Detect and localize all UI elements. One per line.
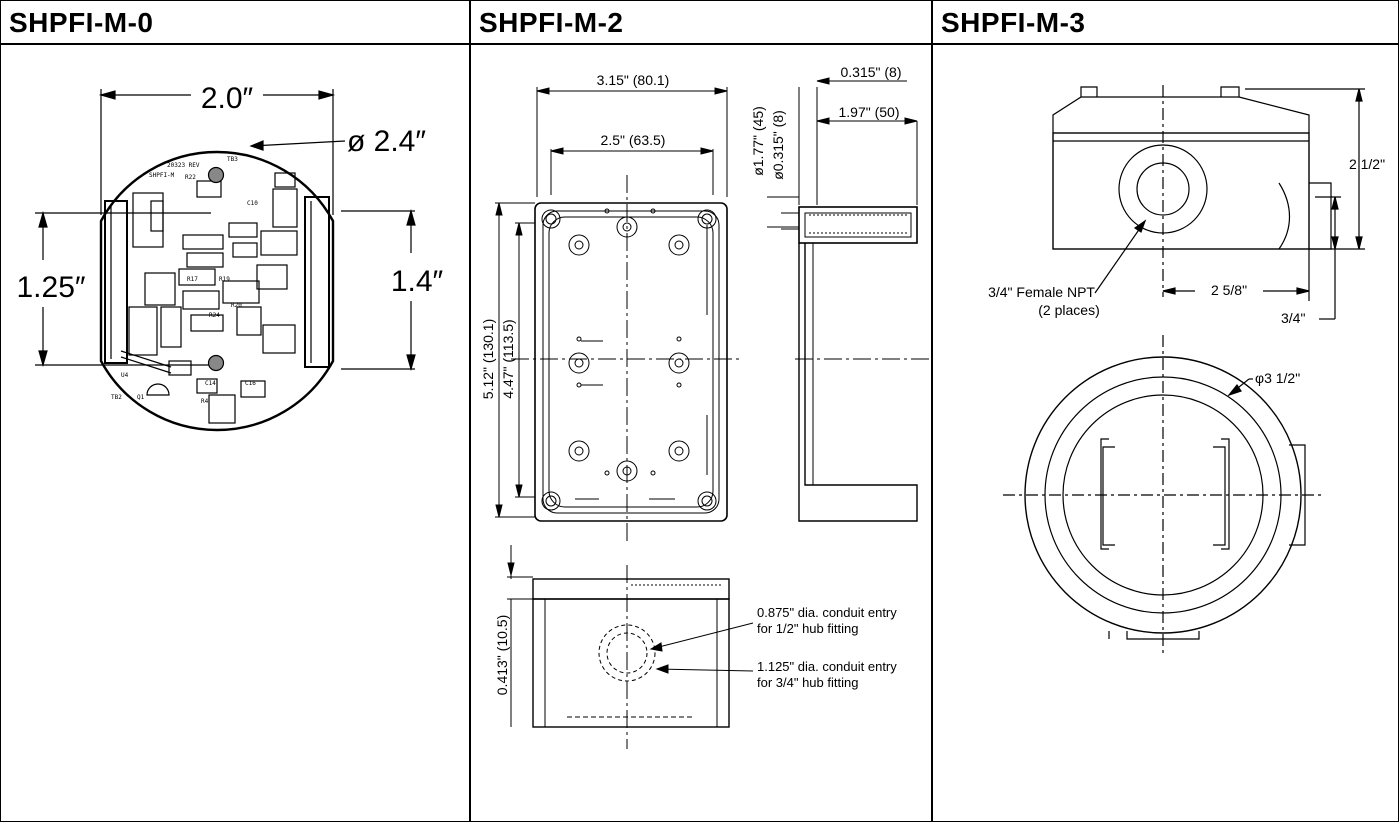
pcb-label: 20323 REV xyxy=(167,162,200,169)
width-dimension: 2.0″ xyxy=(201,82,254,115)
panel-title: SHPFI-M-3 xyxy=(941,7,1086,38)
diameter-dimension: ø 2.4″ xyxy=(347,125,426,158)
diameter-0315-dimension: ø0.315" (8) xyxy=(770,110,786,180)
side-top-dimension: 0.315" (8) xyxy=(840,64,901,80)
outer-width-dimension: 3.15" (80.1) xyxy=(597,72,670,88)
hub-box-drawing: 2 1/2" 2 5/8" 3/4" 3/4" Female NPT (2 pl… xyxy=(988,85,1385,655)
pcb-label: R24 xyxy=(209,312,220,319)
pcb-label: C14 xyxy=(205,380,216,387)
pcb-label: SHPFI-M xyxy=(149,172,175,179)
side-depth-dimension: 1.97" (50) xyxy=(838,104,899,120)
pcb-label: R22 xyxy=(185,174,196,181)
panel-shpfi-m-3: SHPFI-M-3 xyxy=(933,1,1398,821)
pcb-label: TB3 xyxy=(227,156,238,163)
enclosure-drawing: 3.15" (80.1) 2.5" (63.5) 5.12" (130.1) 4… xyxy=(480,64,929,749)
inner-height-dimension: 4.47" (113.5) xyxy=(500,319,516,398)
height-dimension: 2 1/2" xyxy=(1349,156,1385,172)
pcb-label: C16 xyxy=(245,380,256,387)
pcb-label: TB2 xyxy=(111,394,122,401)
pcb-label: U4 xyxy=(121,372,129,379)
pcb-label: C10 xyxy=(247,200,258,207)
hub-offset-dimension: 2 5/8" xyxy=(1211,282,1247,298)
npt-label: (2 places) xyxy=(1038,302,1099,318)
pcb-drawing: 2.0″ ø 2.4″ 1.25″ 1.4″ 20323 REV SHPFI-M… xyxy=(16,82,444,432)
callout-text: for 1/2" hub fitting xyxy=(757,621,858,636)
diameter-dimension: φ3 1/2" xyxy=(1255,370,1300,386)
pcb-label: R19 xyxy=(219,276,230,283)
outer-height-dimension: 5.12" (130.1) xyxy=(480,319,496,399)
panel-shpfi-m-2: SHPFI-M-2 xyxy=(471,1,933,821)
npt-label: 3/4" Female NPT xyxy=(988,284,1095,300)
title-divider xyxy=(471,43,931,45)
callout-text: 0.875" dia. conduit entry xyxy=(757,605,897,620)
panel-title: SHPFI-M-2 xyxy=(479,7,624,38)
inner-width-dimension: 2.5" (63.5) xyxy=(601,132,666,148)
callout-text: for 3/4" hub fitting xyxy=(757,675,858,690)
left-height-dimension: 1.25″ xyxy=(16,271,85,304)
mount-hole xyxy=(207,354,225,372)
right-height-dimension: 1.4″ xyxy=(391,265,444,298)
hub-height-dimension: 3/4" xyxy=(1281,310,1305,326)
pcb-label: Q1 xyxy=(137,394,145,401)
diameter-177-dimension: ø1.77" (45) xyxy=(750,106,766,176)
panel-title: SHPFI-M-0 xyxy=(9,7,154,38)
pcb-label: R4 xyxy=(201,398,209,405)
callout-text: 1.125" dia. conduit entry xyxy=(757,659,897,674)
title-divider xyxy=(933,43,1398,45)
mount-hole xyxy=(207,166,225,184)
panel-shpfi-m-0: SHPFI-M-0 xyxy=(1,1,471,821)
pcb-label: R20 xyxy=(231,302,242,309)
pcb-label: R17 xyxy=(187,276,198,283)
bottom-height-dimension: 0.413" (10.5) xyxy=(494,615,510,695)
title-divider xyxy=(1,43,469,45)
